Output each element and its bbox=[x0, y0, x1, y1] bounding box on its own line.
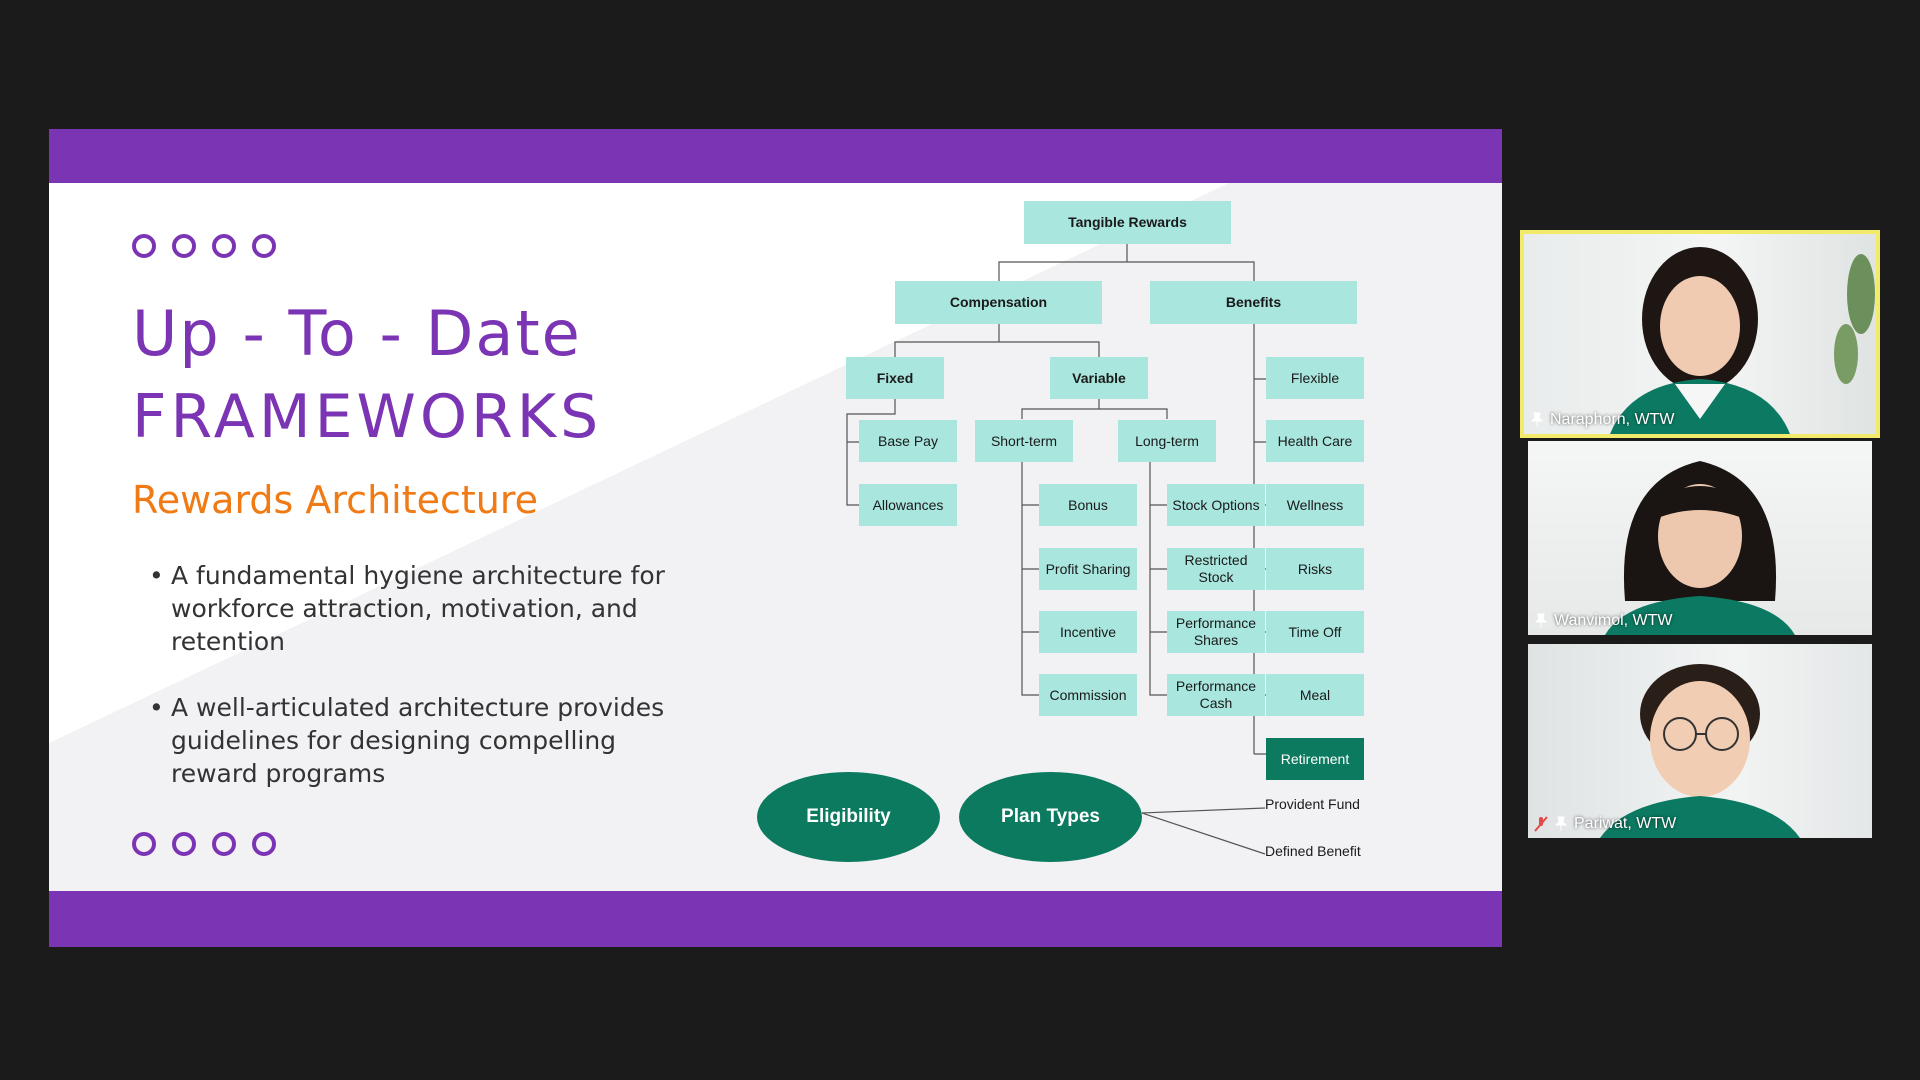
participant-tile-wanvimol[interactable]: Wanvimol, WTW bbox=[1528, 441, 1872, 635]
dot-icon bbox=[212, 832, 236, 856]
dot-icon bbox=[132, 234, 156, 258]
node-restricted-stock: Restricted Stock bbox=[1167, 548, 1265, 590]
participant-name: Wanvimol, WTW bbox=[1554, 612, 1673, 629]
dot-icon bbox=[212, 234, 236, 258]
label-provident-fund: Provident Fund bbox=[1265, 796, 1360, 812]
bullet-text: A fundamental hygiene architecture for w… bbox=[171, 561, 665, 656]
node-compensation: Compensation bbox=[895, 281, 1102, 324]
slide-title-line2: FRAMEWORKS bbox=[132, 382, 603, 452]
node-allowances: Allowances bbox=[859, 484, 957, 526]
node-retirement: Retirement bbox=[1266, 738, 1364, 780]
participant-name-tag: Naraphorn, WTW bbox=[1530, 411, 1674, 429]
slide-subtitle: Rewards Architecture bbox=[132, 478, 539, 522]
participant-name-tag: Wanvimol, WTW bbox=[1534, 612, 1673, 630]
node-tangible-rewards: Tangible Rewards bbox=[1024, 201, 1231, 244]
node-flexible: Flexible bbox=[1266, 357, 1364, 399]
node-performance-cash: Performance Cash bbox=[1167, 674, 1265, 716]
participant-name: Naraphorn, WTW bbox=[1550, 411, 1675, 428]
bullet-item: •A fundamental hygiene architecture for … bbox=[149, 561, 665, 656]
node-commission: Commission bbox=[1039, 674, 1137, 716]
participant-name: Pariwat, WTW bbox=[1574, 815, 1677, 832]
slide-bottom-bar bbox=[49, 891, 1502, 947]
eligibility-ellipse: Eligibility bbox=[757, 772, 940, 862]
dot-icon bbox=[172, 832, 196, 856]
node-short-term: Short-term bbox=[975, 420, 1073, 462]
node-time-off: Time Off bbox=[1266, 611, 1364, 653]
node-meal: Meal bbox=[1266, 674, 1364, 716]
node-performance-shares: Performance Shares bbox=[1167, 611, 1265, 653]
participant-tile-naraphorn[interactable]: Naraphorn, WTW bbox=[1520, 230, 1880, 438]
node-long-term: Long-term bbox=[1118, 420, 1216, 462]
plant-icon bbox=[1834, 254, 1875, 384]
mic-muted-icon bbox=[1534, 816, 1548, 832]
decorative-dots-top bbox=[132, 234, 276, 258]
dot-icon bbox=[252, 832, 276, 856]
node-stock-options: Stock Options bbox=[1167, 484, 1265, 526]
node-variable: Variable bbox=[1050, 357, 1148, 399]
node-risks: Risks bbox=[1266, 548, 1364, 590]
participant-video-avatar bbox=[1610, 247, 1790, 434]
shared-slide: Up - To - Date FRAMEWORKS Rewards Archit… bbox=[49, 129, 1502, 947]
dot-icon bbox=[172, 234, 196, 258]
dot-icon bbox=[132, 832, 156, 856]
node-wellness: Wellness bbox=[1266, 484, 1364, 526]
bullet-text: A well-articulated architecture provides… bbox=[171, 693, 665, 788]
slide-title-line1: Up - To - Date bbox=[132, 297, 582, 370]
node-bonus: Bonus bbox=[1039, 484, 1137, 526]
participant-name-tag: Pariwat, WTW bbox=[1534, 815, 1676, 833]
participant-tile-pariwat[interactable]: Pariwat, WTW bbox=[1528, 644, 1872, 838]
participant-video-avatar bbox=[1605, 461, 1795, 635]
participant-video-avatar bbox=[1600, 664, 1800, 838]
node-profit-sharing: Profit Sharing bbox=[1039, 548, 1137, 590]
slide-top-bar bbox=[49, 129, 1502, 183]
node-base-pay: Base Pay bbox=[859, 420, 957, 462]
label-defined-benefit: Defined Benefit bbox=[1265, 843, 1361, 859]
bullet-item: •A well-articulated architecture provide… bbox=[149, 693, 665, 788]
node-fixed: Fixed bbox=[846, 357, 944, 399]
node-health-care: Health Care bbox=[1266, 420, 1364, 462]
node-benefits: Benefits bbox=[1150, 281, 1357, 324]
dot-icon bbox=[252, 234, 276, 258]
pin-icon bbox=[1530, 412, 1544, 427]
decorative-dots-bottom bbox=[132, 832, 276, 856]
node-incentive: Incentive bbox=[1039, 611, 1137, 653]
bullet-list: •A fundamental hygiene architecture for … bbox=[149, 559, 709, 823]
pin-icon bbox=[1554, 816, 1568, 831]
pin-icon bbox=[1534, 613, 1548, 628]
plan-types-ellipse: Plan Types bbox=[959, 772, 1142, 862]
